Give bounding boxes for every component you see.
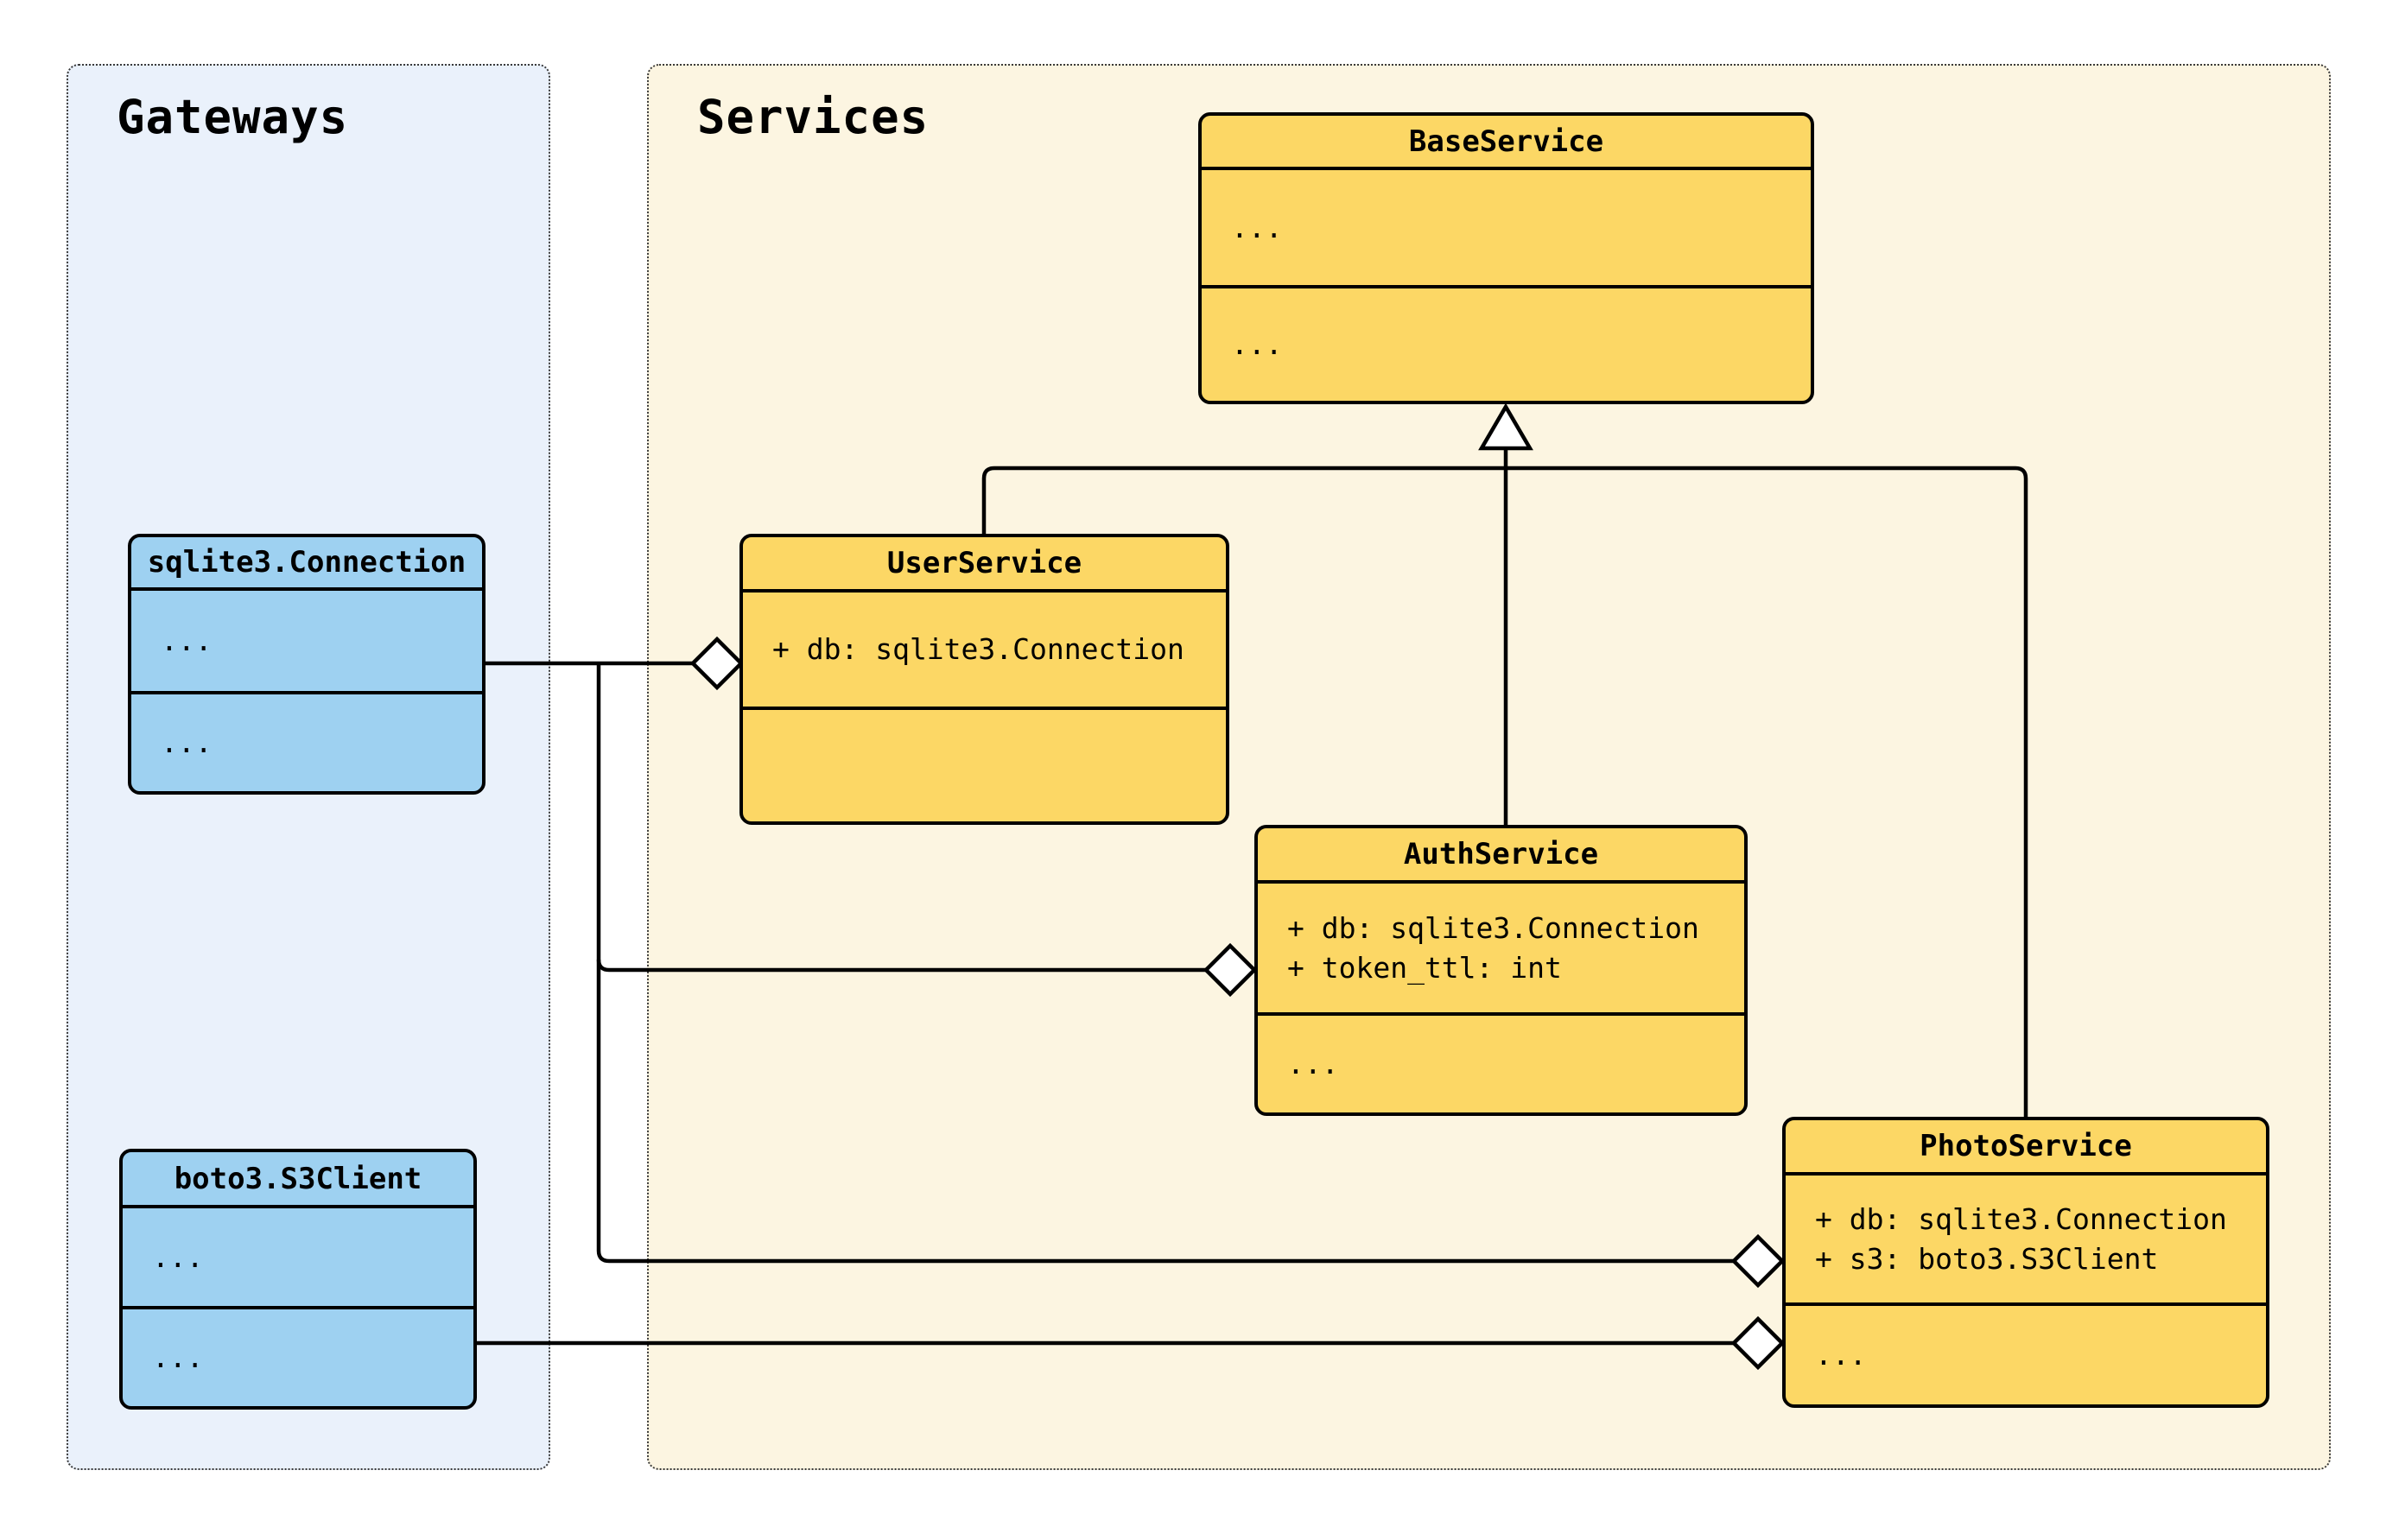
class-authservice-methods: ...: [1258, 1016, 1744, 1112]
attribute-line: + token_ttl: int: [1287, 950, 1562, 985]
class-boto3-s3client-attributes: ...: [123, 1208, 473, 1309]
attribute-line: ...: [152, 1239, 204, 1274]
class-baseservice: BaseService ... ...: [1198, 112, 1814, 404]
class-authservice: AuthService + db: sqlite3.Connection + t…: [1254, 825, 1748, 1116]
class-baseservice-attributes: ...: [1202, 170, 1811, 288]
class-boto3-s3client-methods: ...: [123, 1309, 473, 1406]
class-sqlite3-connection-methods: ...: [131, 694, 482, 791]
attribute-line: ...: [161, 624, 213, 657]
attribute-line: + db: sqlite3.Connection: [1815, 1201, 2227, 1236]
method-line: ...: [152, 1340, 204, 1374]
class-authservice-attributes: + db: sqlite3.Connection + token_ttl: in…: [1258, 884, 1744, 1016]
class-baseservice-methods: ...: [1202, 288, 1811, 401]
group-services-title: Services: [697, 90, 930, 144]
class-baseservice-title: BaseService: [1202, 116, 1811, 170]
class-userservice: UserService + db: sqlite3.Connection: [739, 534, 1229, 825]
attribute-line: + db: sqlite3.Connection: [1287, 910, 1699, 945]
class-boto3-s3client-title: boto3.S3Client: [123, 1152, 473, 1208]
class-photoservice-methods: ...: [1786, 1306, 2266, 1404]
class-userservice-title: UserService: [743, 537, 1226, 593]
class-photoservice-title: PhotoService: [1786, 1120, 2266, 1176]
attribute-line: + s3: boto3.S3Client: [1815, 1241, 2159, 1276]
class-userservice-attributes: + db: sqlite3.Connection: [743, 593, 1226, 710]
class-authservice-title: AuthService: [1258, 828, 1744, 884]
class-sqlite3-connection-attributes: ...: [131, 591, 482, 694]
method-line: ...: [1231, 327, 1283, 361]
group-gateways-title: Gateways: [117, 90, 349, 144]
attribute-line: ...: [1231, 210, 1283, 244]
class-boto3-s3client: boto3.S3Client ... ...: [119, 1149, 477, 1410]
method-line: ...: [161, 726, 213, 759]
method-line: ...: [1815, 1338, 1867, 1372]
class-sqlite3-connection-title: sqlite3.Connection: [131, 537, 482, 591]
class-userservice-methods: [743, 710, 1226, 821]
class-sqlite3-connection: sqlite3.Connection ... ...: [128, 534, 486, 795]
class-photoservice-attributes: + db: sqlite3.Connection + s3: boto3.S3C…: [1786, 1176, 2266, 1306]
method-line: ...: [1287, 1047, 1339, 1081]
class-photoservice: PhotoService + db: sqlite3.Connection + …: [1782, 1117, 2269, 1408]
attribute-line: + db: sqlite3.Connection: [772, 632, 1184, 666]
